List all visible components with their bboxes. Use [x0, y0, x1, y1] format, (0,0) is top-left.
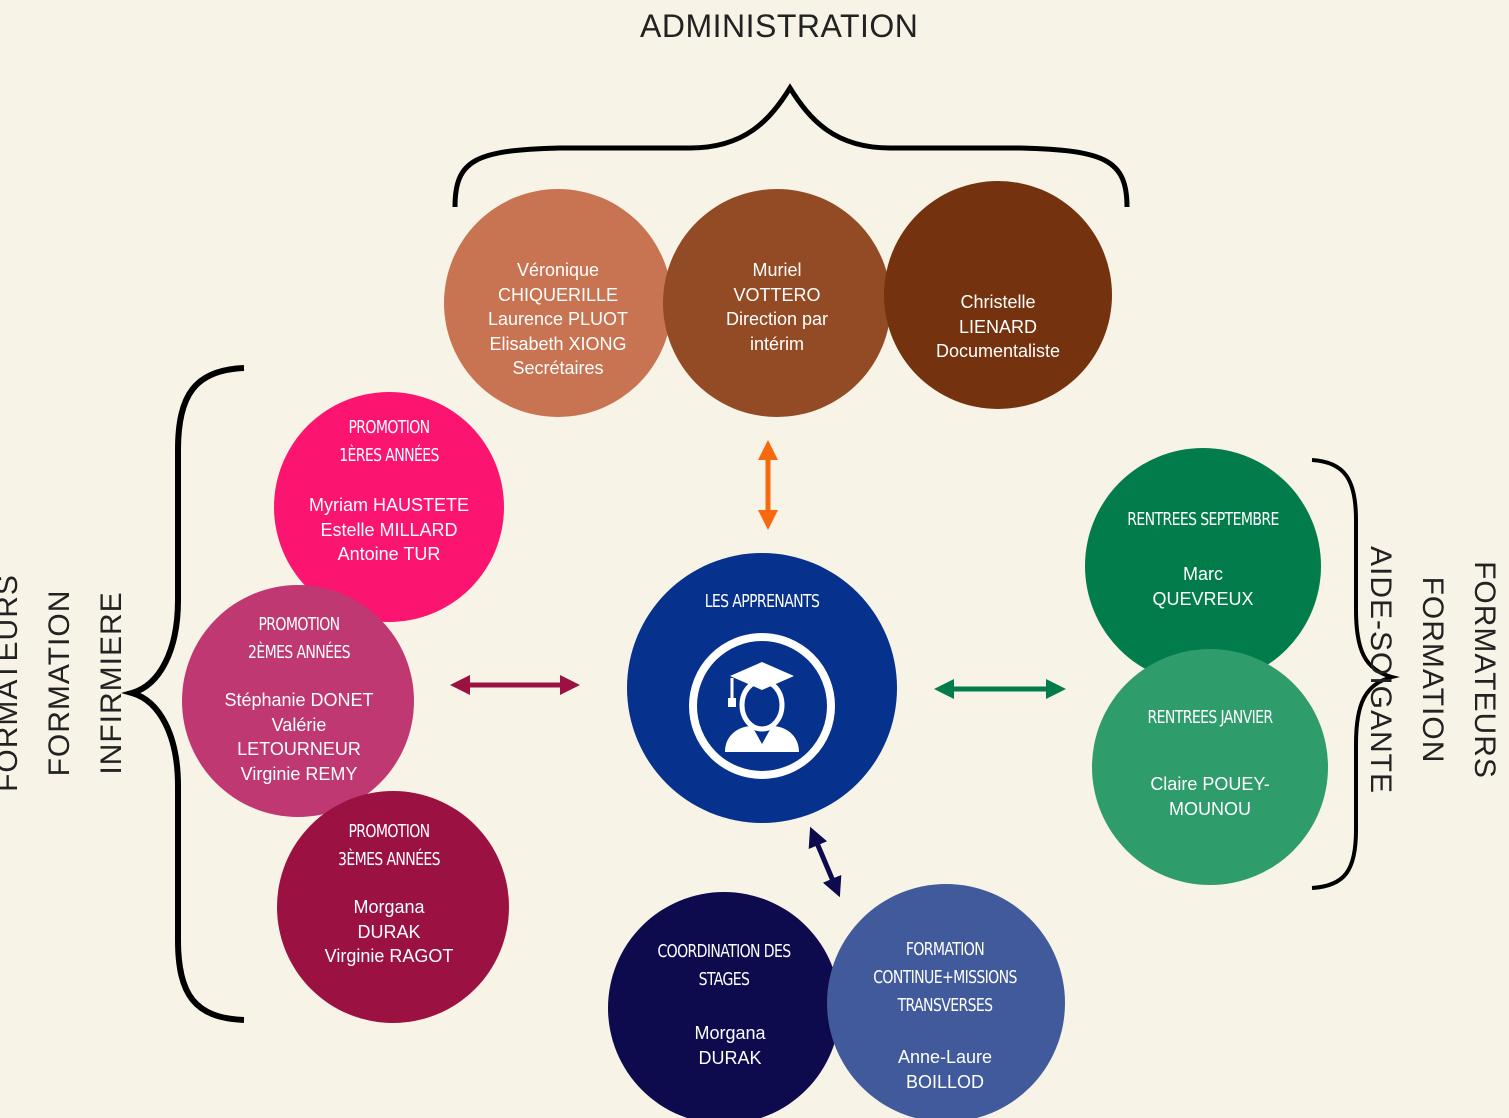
as-janvier-names: Claire POUEY- MOUNOU	[1150, 774, 1270, 819]
graduate-icon	[689, 633, 835, 779]
promo-2-names: Stéphanie DONET Valérie LETOURNEUR Virgi…	[224, 690, 374, 784]
admin-brace	[452, 83, 1130, 208]
promo-circle-1	[274, 392, 504, 622]
as-septembre-names: Marc QUEVREUX	[1152, 564, 1254, 609]
admin-secretaires-label: Véronique CHIQUERILLE Laurence PLUOT Eli…	[487, 260, 629, 378]
left-group-title: FORMATEURS FORMATION INFIRMIERE	[0, 574, 128, 792]
as-septembre-heading: RENTREES SEPTEMBRE	[1127, 509, 1279, 530]
formation-heading: FORMATION CONTINUE+MISSIONS TRANSVERSES	[873, 939, 1017, 1016]
admin-circle-direction	[663, 189, 891, 417]
center-heading: LES APPRENANTS	[704, 591, 820, 612]
admin-documentaliste-label: Christelle LIENARD Documentaliste	[935, 292, 1061, 361]
right-group-title: FORMATEURS FORMATION AIDE-SOIGANTE	[1364, 545, 1501, 795]
admin-circle-secretaires	[444, 189, 672, 417]
bottom-circle-coordination	[608, 892, 840, 1118]
promo-circle-2	[182, 585, 414, 817]
promo-3-heading: PROMOTION 3ÈMES ANNÉES	[338, 821, 441, 870]
formation-names: Anne-Laure BOILLOD	[897, 1047, 993, 1092]
bottom-arrow	[808, 826, 842, 898]
promo-2-heading: PROMOTION 2ÈMES ANNÉES	[248, 614, 351, 663]
coordination-names: Morgana DURAK	[694, 1023, 766, 1068]
promo-1-heading: PROMOTION 1ÈRES ANNÉES	[339, 417, 439, 466]
promo-3-names: Morgana DURAK Virginie RAGOT	[324, 897, 454, 966]
coordination-heading: COORDINATION DES STAGES	[657, 941, 792, 990]
admin-circle-documentaliste	[884, 181, 1112, 409]
bottom-circle-formation	[827, 884, 1065, 1118]
as-janvier-heading: RENTREES JANVIER	[1147, 707, 1274, 728]
right-brace	[1311, 458, 1400, 890]
diagram-title: ADMINISTRATION	[640, 8, 919, 44]
as-circle-janvier	[1092, 649, 1328, 885]
admin-direction-label: Muriel VOTTERO Direction par intérim	[725, 260, 829, 354]
promo-circle-3	[277, 791, 509, 1023]
promo-1-names: Myriam HAUSTETE Estelle MILLARD Antoine …	[308, 495, 469, 564]
as-circle-septembre	[1085, 448, 1321, 684]
left-brace	[121, 365, 245, 1023]
